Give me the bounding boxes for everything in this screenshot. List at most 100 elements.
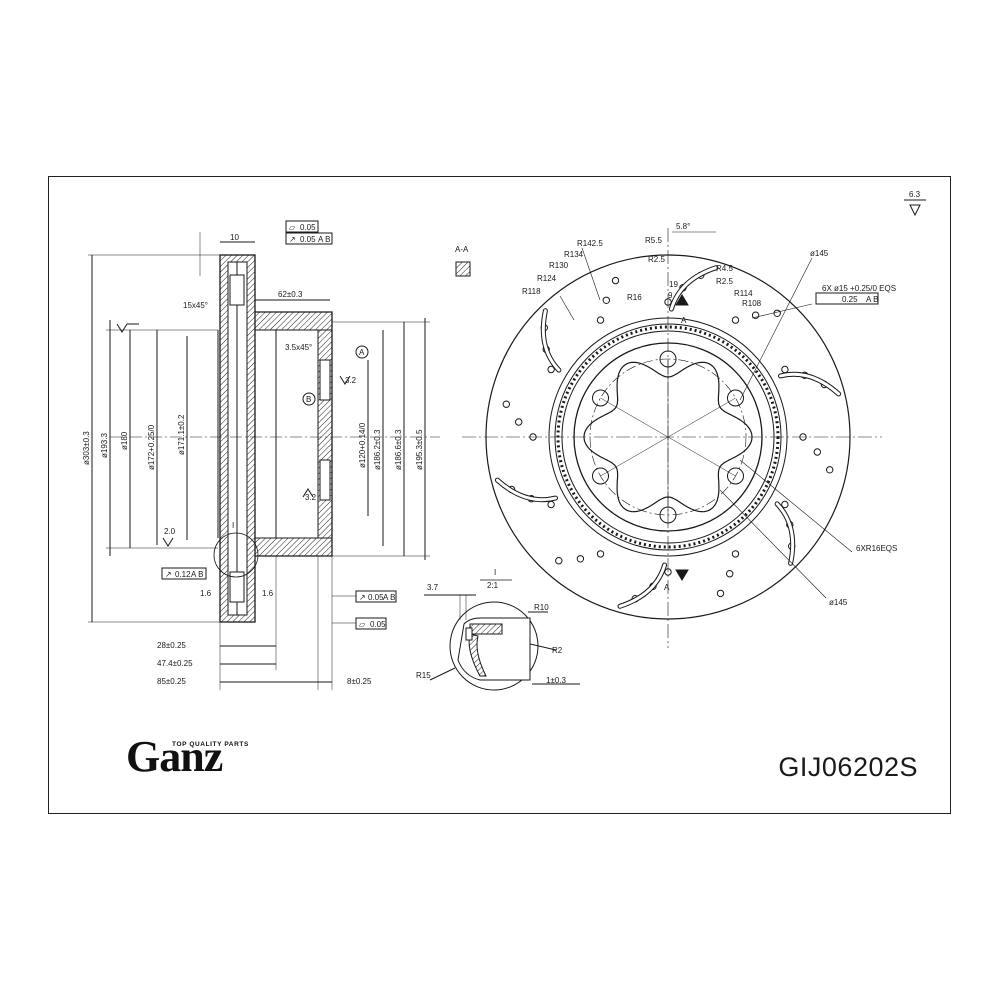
bolt-center-line: [600, 397, 669, 438]
drill-hole: [813, 448, 821, 456]
detail-scale: 2:1: [487, 581, 499, 590]
label-a-bottom: A: [664, 583, 670, 592]
side-section-view: [88, 220, 440, 690]
label-6x-d15: 6X ø15 +0.25/0 EQS: [822, 284, 896, 293]
tol-2-sym: ↗: [289, 235, 296, 244]
detail-dim-r10: R10: [534, 603, 549, 612]
datum-a: A: [359, 348, 365, 357]
tol-2-val: 0.05: [300, 235, 316, 244]
bolt-center-line: [667, 397, 736, 438]
label-d145-top: ø145: [810, 249, 829, 258]
dim-85: 85±0.25: [157, 677, 186, 686]
detail-name: I: [494, 568, 496, 577]
label-5-8deg: 5.8°: [676, 222, 690, 231]
label-r5-5: R5.5: [645, 236, 662, 245]
tol-3-val: 0.12: [175, 570, 191, 579]
dim-8: 8±0.25: [347, 677, 372, 686]
chamfer-3-5x45: 3.5x45°: [285, 343, 312, 352]
label-r114: R114: [734, 289, 753, 298]
cooling-slot-inner: [541, 309, 561, 372]
cooling-slot-inner: [669, 266, 718, 311]
tol-4-ref: A B: [383, 593, 395, 602]
drill-hole: [664, 568, 672, 576]
drill-hole: [602, 296, 610, 304]
drill-hole: [731, 550, 740, 558]
dim-d171: ø171.1±0.2: [177, 414, 186, 455]
drill-hole: [576, 555, 585, 563]
drill-hole: [781, 500, 789, 509]
tol-4-val: 0.05: [368, 593, 384, 602]
dim-d120: ø120+0.14/0: [358, 422, 367, 468]
dim-d303: ø303±0.3: [82, 431, 91, 465]
drill-hole: [547, 365, 555, 374]
front-view-labels: A-A 6.3 R142.5 R134 R130 R124 R118 R16 R…: [455, 190, 921, 607]
drill-hole: [611, 276, 620, 285]
detail-dim-1: 1±0.3: [546, 676, 567, 685]
roughness-2-0: 2.0: [164, 527, 176, 536]
bolt-hole: [727, 389, 744, 407]
tol-5-val: 0.05: [370, 620, 386, 629]
tol-3-sym: ↗: [165, 570, 172, 579]
drawing-frame: [48, 176, 951, 814]
drill-hole: [502, 400, 510, 408]
cooling-slot-inner: [495, 478, 557, 502]
section-label: A-A: [455, 245, 469, 254]
drill-hole: [751, 311, 760, 319]
label-r134: R134: [564, 250, 584, 259]
bolt-center-line: [667, 436, 736, 477]
drill-hole: [826, 466, 834, 474]
label-6xr16: 6XR16EQS: [856, 544, 897, 553]
label-9: 9: [668, 291, 673, 300]
drill-hole: [596, 316, 605, 324]
drill-hole: [726, 570, 734, 578]
brand-logo: TOP QUALITY PARTS Ganz: [126, 733, 266, 793]
label-d145-bottom: ø145: [829, 598, 848, 607]
dim-d195: ø195.3±0.5: [415, 429, 424, 470]
datum-i: I: [232, 521, 234, 530]
detail-view: [424, 579, 580, 691]
detail-dim-r2: R2: [552, 646, 563, 655]
cooling-slot-inner: [618, 563, 667, 608]
detail-dim-r15: R15: [416, 671, 431, 680]
drill-hole: [781, 365, 789, 374]
chamfer-15x45: 15x45°: [183, 301, 208, 310]
drill-hole: [555, 557, 563, 565]
drill-hole: [731, 316, 740, 324]
label-r118: R118: [522, 287, 541, 296]
label-r4-5: R4.5: [716, 264, 733, 273]
tol-1-sym: ▱: [289, 223, 296, 232]
tol-1-val: 0.05: [300, 223, 316, 232]
dim-28: 28±0.25: [157, 641, 186, 650]
bolt-hole: [592, 389, 609, 407]
dim-d186-6: ø186.6±0.3: [394, 429, 403, 470]
dim-d180: ø180: [120, 431, 129, 450]
dim-d193: ø193.3: [100, 433, 109, 458]
roughness-3-2a: 3.2: [345, 376, 357, 385]
tol-5-sym: ▱: [359, 620, 366, 629]
tol-3-ref: A B: [191, 570, 203, 579]
drill-hole: [773, 309, 781, 317]
roughness-3-2b: 3.2: [305, 493, 317, 502]
drill-hole: [515, 418, 523, 426]
roughness-1-6a: 1.6: [200, 589, 212, 598]
roughness-1-6b: 1.6: [262, 589, 274, 598]
drill-hole: [664, 298, 672, 306]
tol-2-ref: A B: [318, 235, 330, 244]
label-tol-ab: A B: [866, 295, 878, 304]
drill-hole: [799, 433, 807, 441]
tol-4-sym: ↗: [359, 593, 366, 602]
bolt-center-line: [600, 436, 669, 477]
dim-d186-2: ø186.2±0.3: [373, 429, 382, 470]
datum-b: B: [306, 395, 311, 404]
dim-10: 10: [230, 233, 239, 242]
bolt-hole: [592, 467, 609, 485]
drill-hole: [596, 550, 605, 558]
label-a-top: A: [681, 316, 687, 325]
label-r130: R130: [549, 261, 569, 270]
label-r2-5b: R2.5: [648, 255, 665, 264]
label-r16: R16: [627, 293, 642, 302]
brand-tagline: TOP QUALITY PARTS: [172, 741, 249, 748]
drill-hole: [547, 500, 555, 509]
